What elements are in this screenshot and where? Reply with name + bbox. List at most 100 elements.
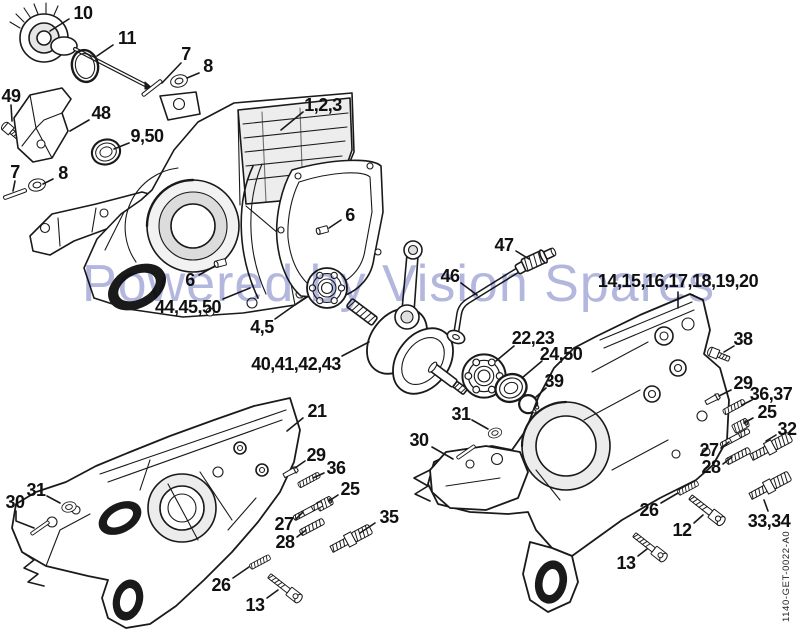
leader-line-39 [535, 387, 547, 398]
callout-26: 26 [211, 575, 231, 595]
callout-29: 29 [733, 373, 753, 393]
leader-line-32 [765, 434, 777, 442]
callout-47: 47 [494, 235, 514, 255]
callout-36: 36 [326, 458, 346, 478]
washer-part [486, 426, 504, 440]
callout-7: 7 [181, 44, 191, 64]
callout-39: 39 [544, 371, 564, 391]
plug-screw-part [520, 247, 557, 272]
callout-29: 29 [306, 445, 326, 465]
washer-part [26, 176, 48, 194]
leader-line-36-37 [741, 399, 753, 406]
left-crankcase-half-part [11, 397, 301, 629]
leader-line-6 [198, 265, 216, 276]
leader-line-46 [460, 282, 478, 296]
leader-line-30 [431, 446, 454, 460]
leader-line-26 [660, 492, 679, 504]
o-ring-part [67, 46, 103, 86]
leader-line-48 [69, 119, 90, 132]
callout-25: 25 [340, 479, 360, 499]
stud-part [248, 553, 272, 571]
leader-line-44-45-50 [222, 287, 251, 300]
callout-1-2-3: 1,2,3 [304, 95, 342, 115]
callout-27: 27 [699, 440, 719, 460]
washer-part [168, 72, 190, 90]
oil-seal-part [87, 134, 125, 170]
crankshaft-part [346, 240, 468, 395]
callout-21: 21 [307, 401, 327, 421]
callout-11: 11 [118, 28, 137, 48]
leader-line-13 [637, 548, 648, 557]
callout-22-23: 22,23 [512, 328, 555, 348]
callout-6: 6 [345, 205, 355, 225]
leader-line-31 [471, 419, 489, 430]
callout-10: 10 [73, 3, 93, 23]
callout-26: 26 [639, 500, 659, 520]
leader-line-28 [296, 529, 307, 538]
leader-line-22-23 [495, 345, 515, 362]
leader-line-12 [693, 514, 704, 524]
callout-35: 35 [379, 507, 399, 527]
leader-line-24-50 [521, 360, 543, 379]
callout-38: 38 [733, 329, 753, 349]
callout-13: 13 [245, 595, 265, 615]
callout-49: 49 [1, 86, 21, 106]
ball-bearing-part [306, 267, 348, 309]
screw-part [630, 530, 670, 564]
callout-36-37: 36,37 [750, 384, 793, 404]
leader-line-8 [42, 178, 54, 185]
leader-line-10 [49, 18, 70, 32]
callout-25: 25 [757, 402, 777, 422]
leader-line-35 [359, 522, 376, 534]
callout-46: 46 [440, 266, 460, 286]
callout-31: 31 [26, 480, 46, 500]
leader-line-7 [12, 180, 16, 192]
callout-24-50: 24,50 [540, 344, 583, 364]
leader-line-30 [15, 510, 35, 529]
callout-48: 48 [91, 103, 111, 123]
leader-line-11 [96, 44, 114, 57]
callout-8: 8 [203, 56, 213, 76]
leader-line-27 [720, 441, 730, 449]
leader-line-21 [286, 417, 304, 432]
leader-line-4-5 [274, 296, 307, 320]
leader-line-9-50 [113, 142, 130, 150]
callout-40-41-42-43: 40,41,42,43 [251, 354, 341, 374]
leader-line-38 [723, 345, 735, 353]
oil-pump-part [9, 2, 153, 90]
screw-part [265, 571, 305, 605]
callout-9-50: 9,50 [130, 126, 164, 146]
leader-line-6 [328, 219, 342, 229]
leader-line-40-41-42-43 [341, 341, 370, 357]
callout-6: 6 [185, 270, 195, 290]
callout-32: 32 [777, 419, 797, 439]
callout-30: 30 [409, 430, 429, 450]
collar-screw-part [747, 469, 793, 503]
leader-line-13 [266, 589, 279, 599]
stud-part [724, 446, 752, 466]
leader-line-33-34 [763, 499, 769, 512]
leader-line-26 [232, 566, 250, 579]
stud-part [296, 471, 322, 489]
callout-30: 30 [5, 492, 25, 512]
leader-line-25 [743, 417, 754, 424]
leader-line-1-2-3 [280, 111, 304, 131]
screw-part [686, 492, 728, 528]
leader-line-29 [294, 460, 306, 469]
callout-44-45-50: 44,45,50 [155, 297, 222, 317]
callout-12: 12 [672, 520, 692, 540]
callout-27: 27 [274, 514, 294, 534]
pin-part [2, 187, 28, 201]
callout-14-15-16-17-18-19-20: 14,15,16,17,18,19,20 [598, 271, 759, 291]
leader-line-29 [718, 389, 732, 397]
callout-8: 8 [58, 163, 68, 183]
callout-28: 28 [701, 457, 721, 477]
callout-33-34: 33,34 [748, 511, 791, 531]
callout-4-5: 4,5 [250, 317, 274, 337]
leader-line-25 [328, 494, 339, 502]
callout-7: 7 [10, 162, 20, 182]
leader-line-8 [186, 72, 200, 79]
